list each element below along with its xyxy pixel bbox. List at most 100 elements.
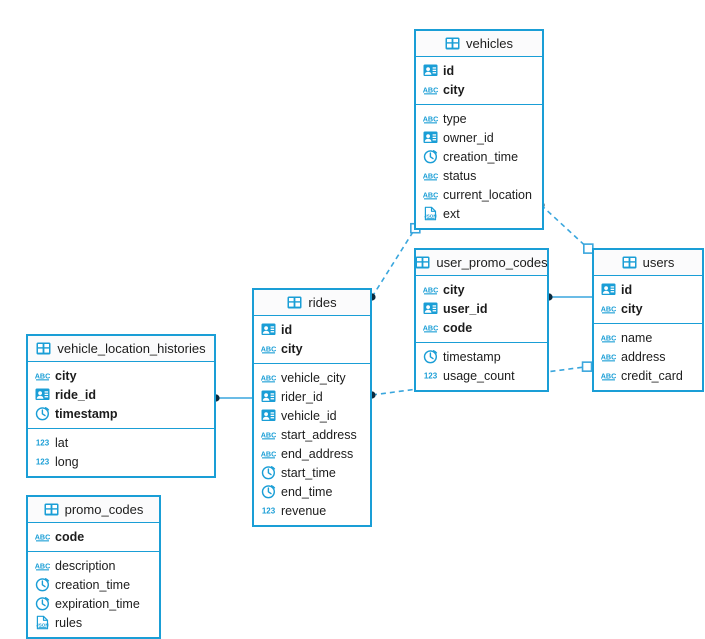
field-name: rider_id [281, 389, 323, 404]
relationship-vehicles-rides[interactable] [368, 222, 421, 301]
field-row-promo_codes-description[interactable]: ABC description [28, 556, 159, 575]
svg-text:ABC: ABC [261, 344, 276, 353]
svg-text:JSON: JSON [36, 622, 49, 627]
entity-title: user_promo_codes [436, 255, 548, 270]
field-row-vehicles-creation_time[interactable]: creation_time [416, 147, 542, 166]
svg-text:123: 123 [36, 458, 50, 467]
entity-header-user_promo_codes[interactable]: user_promo_codes [415, 250, 548, 276]
id-card-icon [423, 63, 438, 78]
entity-header-vehicle_location_histories[interactable]: vehicle_location_histories [28, 336, 214, 362]
field-row-promo_codes-expiration_time[interactable]: expiration_time [28, 594, 159, 613]
field-name: description [55, 558, 116, 573]
column-group-promo_codes: ABC description creation_time expiration_ti… [28, 551, 159, 637]
entity-header-rides[interactable]: rides [254, 290, 370, 316]
field-name: creation_time [55, 577, 131, 592]
svg-text:JSON: JSON [424, 213, 437, 218]
abc-text-icon: ABC [423, 168, 438, 183]
field-row-user_promo_codes-timestamp[interactable]: timestamp [416, 347, 547, 366]
field-row-users-city[interactable]: ABC city [594, 299, 702, 318]
field-row-vehicle_location_histories-lat[interactable]: 123 lat [28, 433, 214, 452]
field-row-user_promo_codes-user_id[interactable]: user_id [416, 299, 547, 318]
field-row-rides-rider_id[interactable]: rider_id [254, 387, 370, 406]
abc-text-icon: ABC [601, 349, 616, 364]
abc-text-icon: ABC [261, 370, 276, 385]
abc-text-icon: ABC [35, 558, 50, 573]
field-name: expiration_time [55, 596, 140, 611]
field-row-rides-id[interactable]: id [254, 320, 370, 339]
field-name: address [621, 349, 666, 364]
svg-text:123: 123 [262, 507, 276, 516]
table-grid-icon [622, 256, 637, 269]
svg-text:123: 123 [424, 372, 438, 381]
field-name: timestamp [443, 349, 501, 364]
relationship-endpoint-square [581, 361, 593, 372]
clock-icon [261, 465, 276, 480]
table-grid-icon [415, 256, 430, 269]
field-row-vehicles-id[interactable]: id [416, 61, 542, 80]
abc-text-icon: ABC [423, 111, 438, 126]
abc-text-icon: ABC [35, 368, 50, 383]
table-grid-icon [445, 37, 460, 50]
field-row-promo_codes-creation_time[interactable]: creation_time [28, 575, 159, 594]
svg-text:ABC: ABC [601, 333, 616, 342]
entity-header-promo_codes[interactable]: promo_codes [28, 497, 159, 523]
field-row-vehicles-owner_id[interactable]: owner_id [416, 128, 542, 147]
svg-text:ABC: ABC [423, 285, 438, 294]
field-name: timestamp [55, 406, 118, 421]
relationship-vehicle_location_histories-rides[interactable] [212, 394, 252, 402]
entity-title: promo_codes [64, 502, 144, 517]
svg-text:ABC: ABC [601, 352, 616, 361]
field-row-vehicle_location_histories-timestamp[interactable]: timestamp [28, 404, 214, 423]
field-name: user_id [443, 301, 488, 316]
entity-header-users[interactable]: users [594, 250, 702, 276]
field-row-users-address[interactable]: ABC address [594, 347, 702, 366]
entity-header-vehicles[interactable]: vehicles [416, 31, 542, 57]
field-row-rides-vehicle_id[interactable]: vehicle_id [254, 406, 370, 425]
field-name: revenue [281, 503, 327, 518]
abc-text-icon: ABC [423, 320, 438, 335]
field-name: id [621, 282, 633, 297]
field-row-vehicle_location_histories-ride_id[interactable]: ride_id [28, 385, 214, 404]
field-row-rides-start_time[interactable]: start_time [254, 463, 370, 482]
field-name: owner_id [443, 130, 494, 145]
field-name: city [621, 301, 643, 316]
field-name: type [443, 111, 467, 126]
relationship-vehicles-users[interactable] [537, 201, 594, 254]
field-row-vehicles-type[interactable]: ABC type [416, 109, 542, 128]
field-row-rides-end_time[interactable]: end_time [254, 482, 370, 501]
field-row-rides-revenue[interactable]: 123 revenue [254, 501, 370, 520]
abc-text-icon: ABC [601, 301, 616, 316]
field-row-users-id[interactable]: id [594, 280, 702, 299]
relationship-user_promo_codes-users[interactable] [545, 293, 592, 301]
123-number-icon: 123 [423, 368, 438, 383]
abc-text-icon: ABC [601, 368, 616, 383]
svg-text:123: 123 [36, 439, 50, 448]
field-name: start_time [281, 465, 336, 480]
field-name: lat [55, 435, 69, 450]
